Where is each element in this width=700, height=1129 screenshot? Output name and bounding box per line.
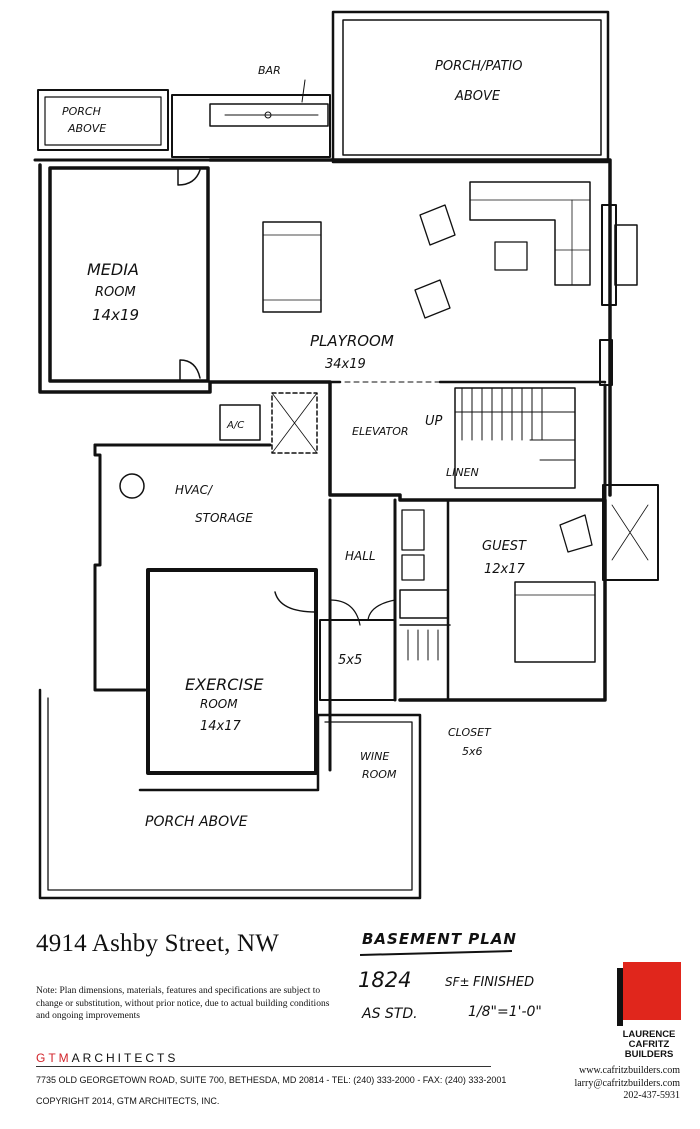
label-closet-dim: 5x6 [462,745,483,758]
label-ac: A/C [226,420,244,431]
floor-plan: BAR PORCH/PATIO ABOVE PORCH ABOVE MEDIA … [33,10,659,900]
copyright: COPYRIGHT 2014, GTM ARCHITECTS, INC. [36,1096,220,1106]
label-exercise: EXERCISE [185,675,264,694]
label-porch-tl-above: ABOVE [67,122,106,135]
label-guest: GUEST [482,539,527,554]
builder-name-line3: BUILDERS [624,1049,674,1060]
architect-logo: GTMARCHITECTS [36,1051,178,1065]
architect-name-architects: ARCHITECTS [71,1051,179,1065]
label-exercise-dim: 14x17 [200,719,242,734]
label-media-dim: 14x19 [92,306,139,324]
label-playroom-dim: 34x19 [325,357,366,372]
builder-email[interactable]: larry@cafritzbuilders.com [574,1077,680,1089]
label-storage: STORAGE [195,511,253,525]
square-footage-unit: SF± [445,975,470,989]
builder-phone: 202-437-5931 [623,1090,680,1101]
label-five-by-five: 5x5 [338,653,362,668]
plan-title-underline [359,950,513,956]
scale-label: 1/8"=1'-0" [468,1004,542,1020]
label-porch-patio-above: ABOVE [454,89,501,104]
builder-contact: www.cafritzbuilders.com larry@cafritzbui… [574,1065,680,1103]
square-footage: 1824 [358,968,412,992]
label-media: MEDIA [87,260,139,279]
builder-name: LAURENCE CAFRITZ BUILDERS [612,1030,686,1060]
architect-address: 7735 OLD GEORGETOWN ROAD, SUITE 700, BET… [36,1075,507,1085]
label-guest-dim: 12x17 [484,562,526,577]
finished-label: FINISHED [473,975,535,990]
label-elevator: ELEVATOR [352,425,409,438]
plan-title: BASEMENT PLAN [362,930,517,948]
builder-name-line2: CAFRITZ [628,1039,670,1050]
label-playroom: PLAYROOM [310,332,394,350]
builder-website[interactable]: www.cafritzbuilders.com [579,1065,680,1076]
label-porch-bottom: PORCH ABOVE [145,814,248,830]
label-wine-room: ROOM [362,768,397,781]
label-linen: LINEN [446,466,479,479]
label-closet: CLOSET [448,726,492,739]
label-wine: WINE [360,750,389,763]
label-porch-tl: PORCH [62,105,101,118]
label-hvac: HVAC/ [175,483,214,497]
as-standard-label: AS STD. [362,1006,418,1022]
label-media-room: ROOM [95,285,136,300]
builder-name-line1: LAURENCE [622,1029,676,1040]
disclaimer-note: Note: Plan dimensions, materials, featur… [36,986,330,1021]
label-exercise-room: ROOM [200,697,238,711]
label-up: UP [425,414,443,429]
divider [36,1066,491,1067]
label-bar: BAR [258,64,281,77]
label-porch-patio: PORCH/PATIO [435,59,522,74]
label-hall: HALL [345,549,376,563]
property-address: 4914 Ashby Street, NW [36,930,280,957]
builder-logo-mark [617,962,681,1026]
architect-name-gtm: GTM [36,1051,72,1065]
